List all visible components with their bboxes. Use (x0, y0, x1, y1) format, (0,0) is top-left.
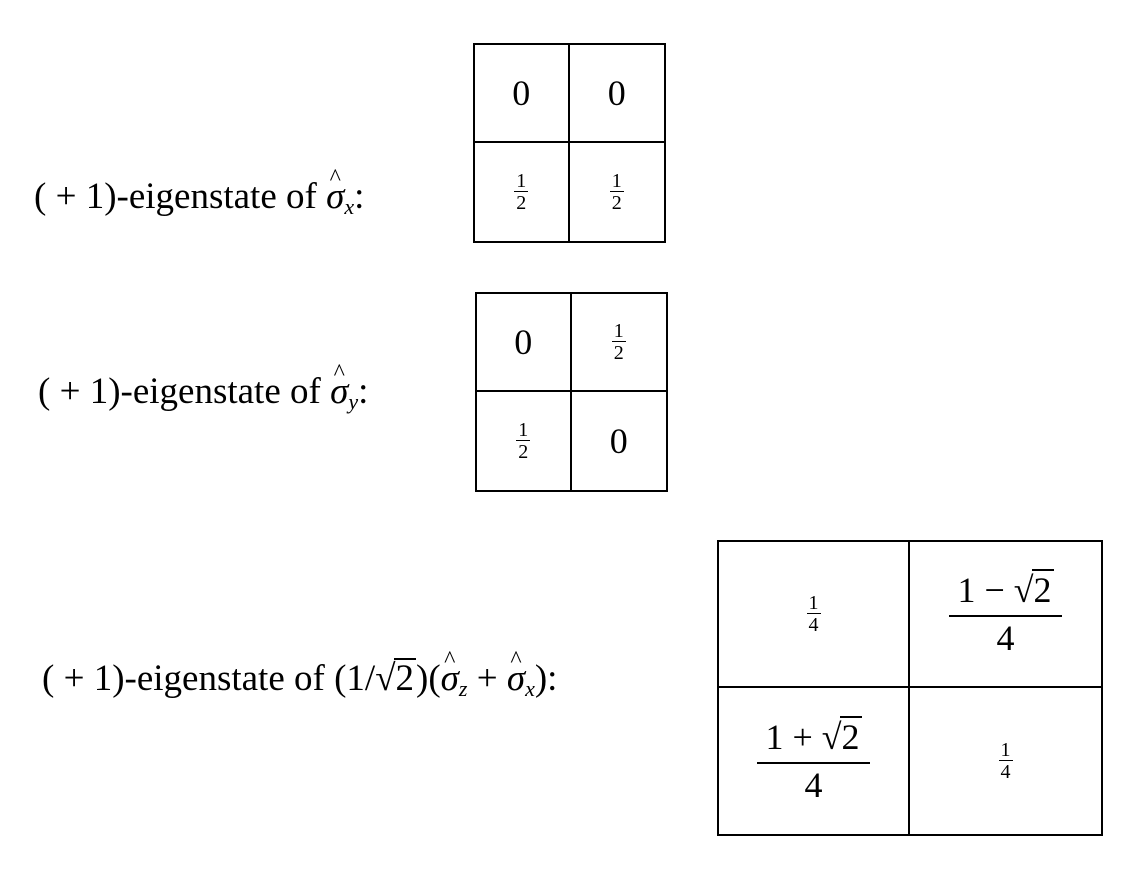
sigma-z-symbol: σ (441, 660, 459, 697)
label-sigma-x: ( + 1)-eigenstate of σx: (34, 178, 364, 218)
label-sigma-y: ( + 1)-eigenstate of σy: (38, 373, 368, 413)
fraction: 1 + √2 4 (757, 716, 870, 805)
sigma-x-symbol: σ (507, 660, 525, 697)
grid-cell: 0 (475, 45, 570, 143)
sigma-y-symbol: σ (330, 373, 348, 410)
grid-cell: 0 (569, 45, 664, 143)
grid-cell: 1 − √2 4 (910, 542, 1101, 688)
fraction: 1 − √2 4 (949, 569, 1062, 658)
grid-cell: 0 (477, 294, 572, 392)
label-sigma-zx: ( + 1)-eigenstate of (1/√2)(σz + σx): (42, 658, 557, 700)
grid-cell: 1 + √2 4 (719, 688, 910, 834)
sigma-x-symbol: σ (326, 178, 344, 215)
sqrt-symbol: √2 (821, 716, 862, 758)
sqrt-symbol: √2 (1013, 569, 1054, 611)
sqrt-symbol: √2 (375, 658, 416, 699)
grid-cell: 0 (609, 421, 628, 461)
